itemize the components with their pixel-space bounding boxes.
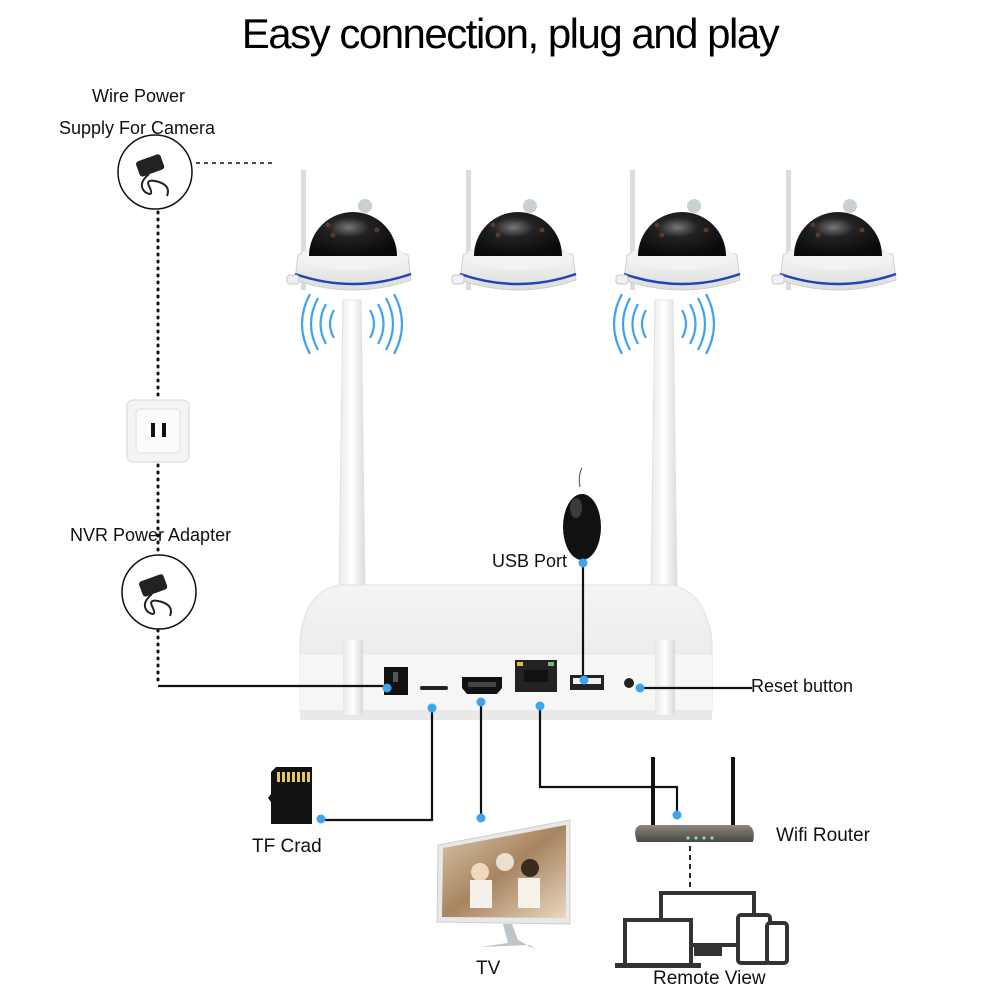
connector-lines [158,563,752,888]
camera-2 [450,168,578,292]
nvr-power-adapter-icon [121,554,197,630]
label-nvr-power-adapter: NVR Power Adapter [70,525,232,545]
tv-monitor-icon [436,819,571,950]
diagram-title: Easy connection, plug and play [241,10,780,57]
tf-card-slot [420,686,448,690]
label-wifi-router: Wifi Router [776,825,870,846]
remote-view-devices-icon [615,891,789,968]
camera-1 [285,168,413,292]
label-usb-port: USB Port [492,551,568,571]
label-reset-button: Reset button [751,676,854,696]
camera-3 [614,168,742,292]
connector-dots [316,558,682,824]
wall-outlet-icon [126,399,190,463]
label-remote-view: Remote View [653,968,766,989]
label-tv: TV [476,958,501,979]
reset-button [624,678,634,688]
camera-4 [770,168,898,292]
tf-card-icon [268,767,312,824]
label-wire-power: Wire Power [92,86,186,106]
nvr-recorder [299,584,713,720]
label-tf-card: TF Crad [252,836,322,857]
usb-mouse-icon [563,467,601,560]
label-supply-for-camera: Supply For Camera [59,118,216,138]
wifi-router-icon [635,757,754,842]
